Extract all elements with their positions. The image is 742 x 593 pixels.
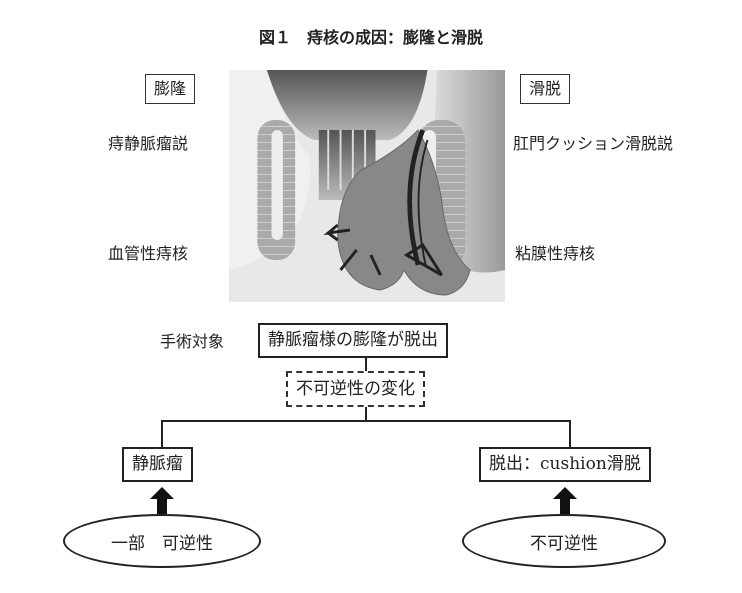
branch-left-line — [161, 420, 163, 447]
branch-line — [161, 420, 571, 422]
ellipse-label: 一部 可逆性 — [111, 533, 213, 554]
prolapse-box: 脱出：cushion滑脱 — [479, 447, 651, 482]
ellipse-label: 不可逆性 — [530, 533, 598, 554]
vascular-hemorrhoid-label: 血管性痔核 — [108, 244, 189, 263]
anal-canal-illustration — [229, 70, 505, 302]
bulge-tag: 膨隆 — [145, 74, 196, 104]
connector-line — [365, 407, 367, 421]
connector-line — [365, 357, 367, 372]
mucosal-hemorrhoid-label: 粘膜性痔核 — [515, 244, 596, 263]
main-box: 静脈瘤様の膨隆が脱出 — [258, 323, 448, 358]
up-arrow-icon — [553, 487, 577, 514]
surgery-target-label: 手術対象 — [160, 332, 225, 351]
varix-box: 静脈瘤 — [122, 447, 193, 482]
irreversible-change-box: 不可逆性の変化 — [286, 371, 425, 407]
figure-title: 図１ 痔核の成因：膨隆と滑脱 — [258, 28, 483, 47]
partially-reversible-ellipse: 一部 可逆性 — [63, 514, 261, 568]
up-arrow-icon — [150, 487, 174, 514]
irreversible-ellipse: 不可逆性 — [462, 514, 666, 568]
branch-right-line — [569, 420, 571, 447]
cushion-theory-label: 肛門クッション滑脱説 — [513, 134, 674, 153]
sliding-tag: 滑脱 — [520, 74, 571, 104]
varicose-theory-label: 痔静脈瘤説 — [108, 134, 189, 153]
